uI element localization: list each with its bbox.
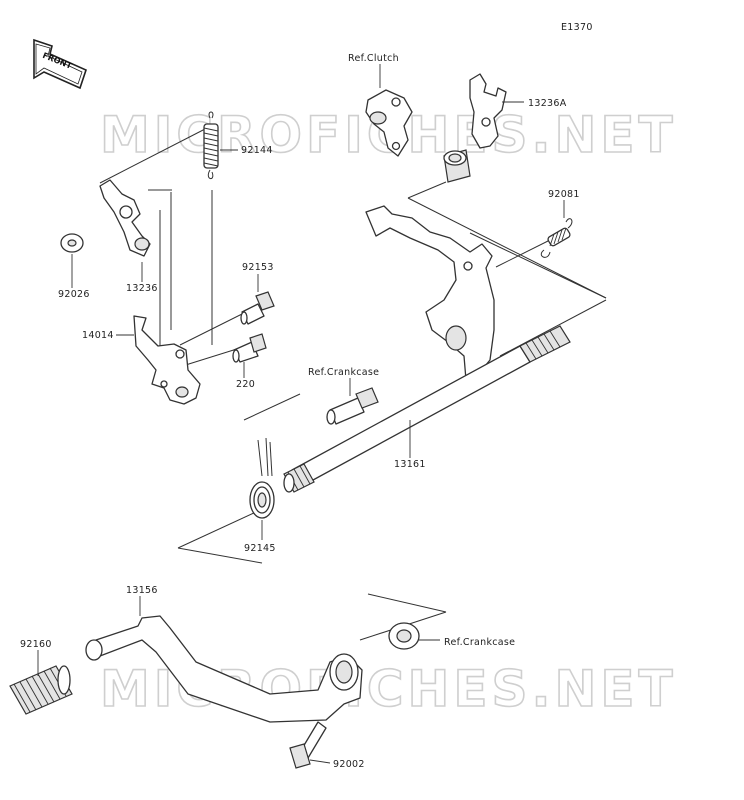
label-ref-crankcase-upper: Ref.Crankcase (308, 367, 379, 378)
rubber-92160[interactable] (9, 665, 73, 715)
crankcase-bushing[interactable] (388, 622, 420, 650)
label-ref-clutch: Ref.Clutch (348, 53, 399, 64)
label-92145: 92145 (244, 543, 276, 554)
washer-92026[interactable] (60, 233, 84, 253)
bolt-92153[interactable] (240, 291, 275, 325)
crankcase-pin[interactable] (326, 387, 379, 425)
leader-lines (37, 64, 565, 764)
label-14014: 14014 (82, 330, 114, 341)
spring-92144[interactable] (203, 111, 219, 179)
pedal-13156[interactable] (85, 615, 363, 723)
bracket-13236[interactable] (99, 179, 151, 257)
label-92002: 92002 (333, 759, 365, 770)
spring-92081[interactable] (540, 218, 573, 258)
label-92160: 92160 (20, 639, 52, 650)
lever-13236a[interactable] (443, 73, 507, 183)
label-92144: 92144 (241, 145, 273, 156)
label-92026: 92026 (58, 289, 90, 300)
label-13236a: 13236A (528, 98, 567, 109)
front-arrow-icon: FRONT (33, 38, 87, 90)
label-220: 220 (236, 379, 255, 390)
spring-92145[interactable] (249, 437, 275, 519)
clutch-release-lever[interactable] (365, 89, 413, 157)
label-13161: 13161 (394, 459, 426, 470)
label-92153: 92153 (242, 262, 274, 273)
shift-shaft-arm[interactable] (365, 205, 495, 391)
diagram-code: E1370 (561, 22, 593, 33)
label-13156: 13156 (126, 585, 158, 596)
shift-shaft-13161[interactable] (283, 325, 571, 493)
label-13236: 13236 (126, 283, 158, 294)
label-92081: 92081 (548, 189, 580, 200)
label-ref-crankcase-lower: Ref.Crankcase (444, 637, 515, 648)
bolt-92002[interactable] (289, 721, 327, 769)
bolt-220[interactable] (232, 333, 267, 363)
plate-14014[interactable] (133, 315, 201, 405)
